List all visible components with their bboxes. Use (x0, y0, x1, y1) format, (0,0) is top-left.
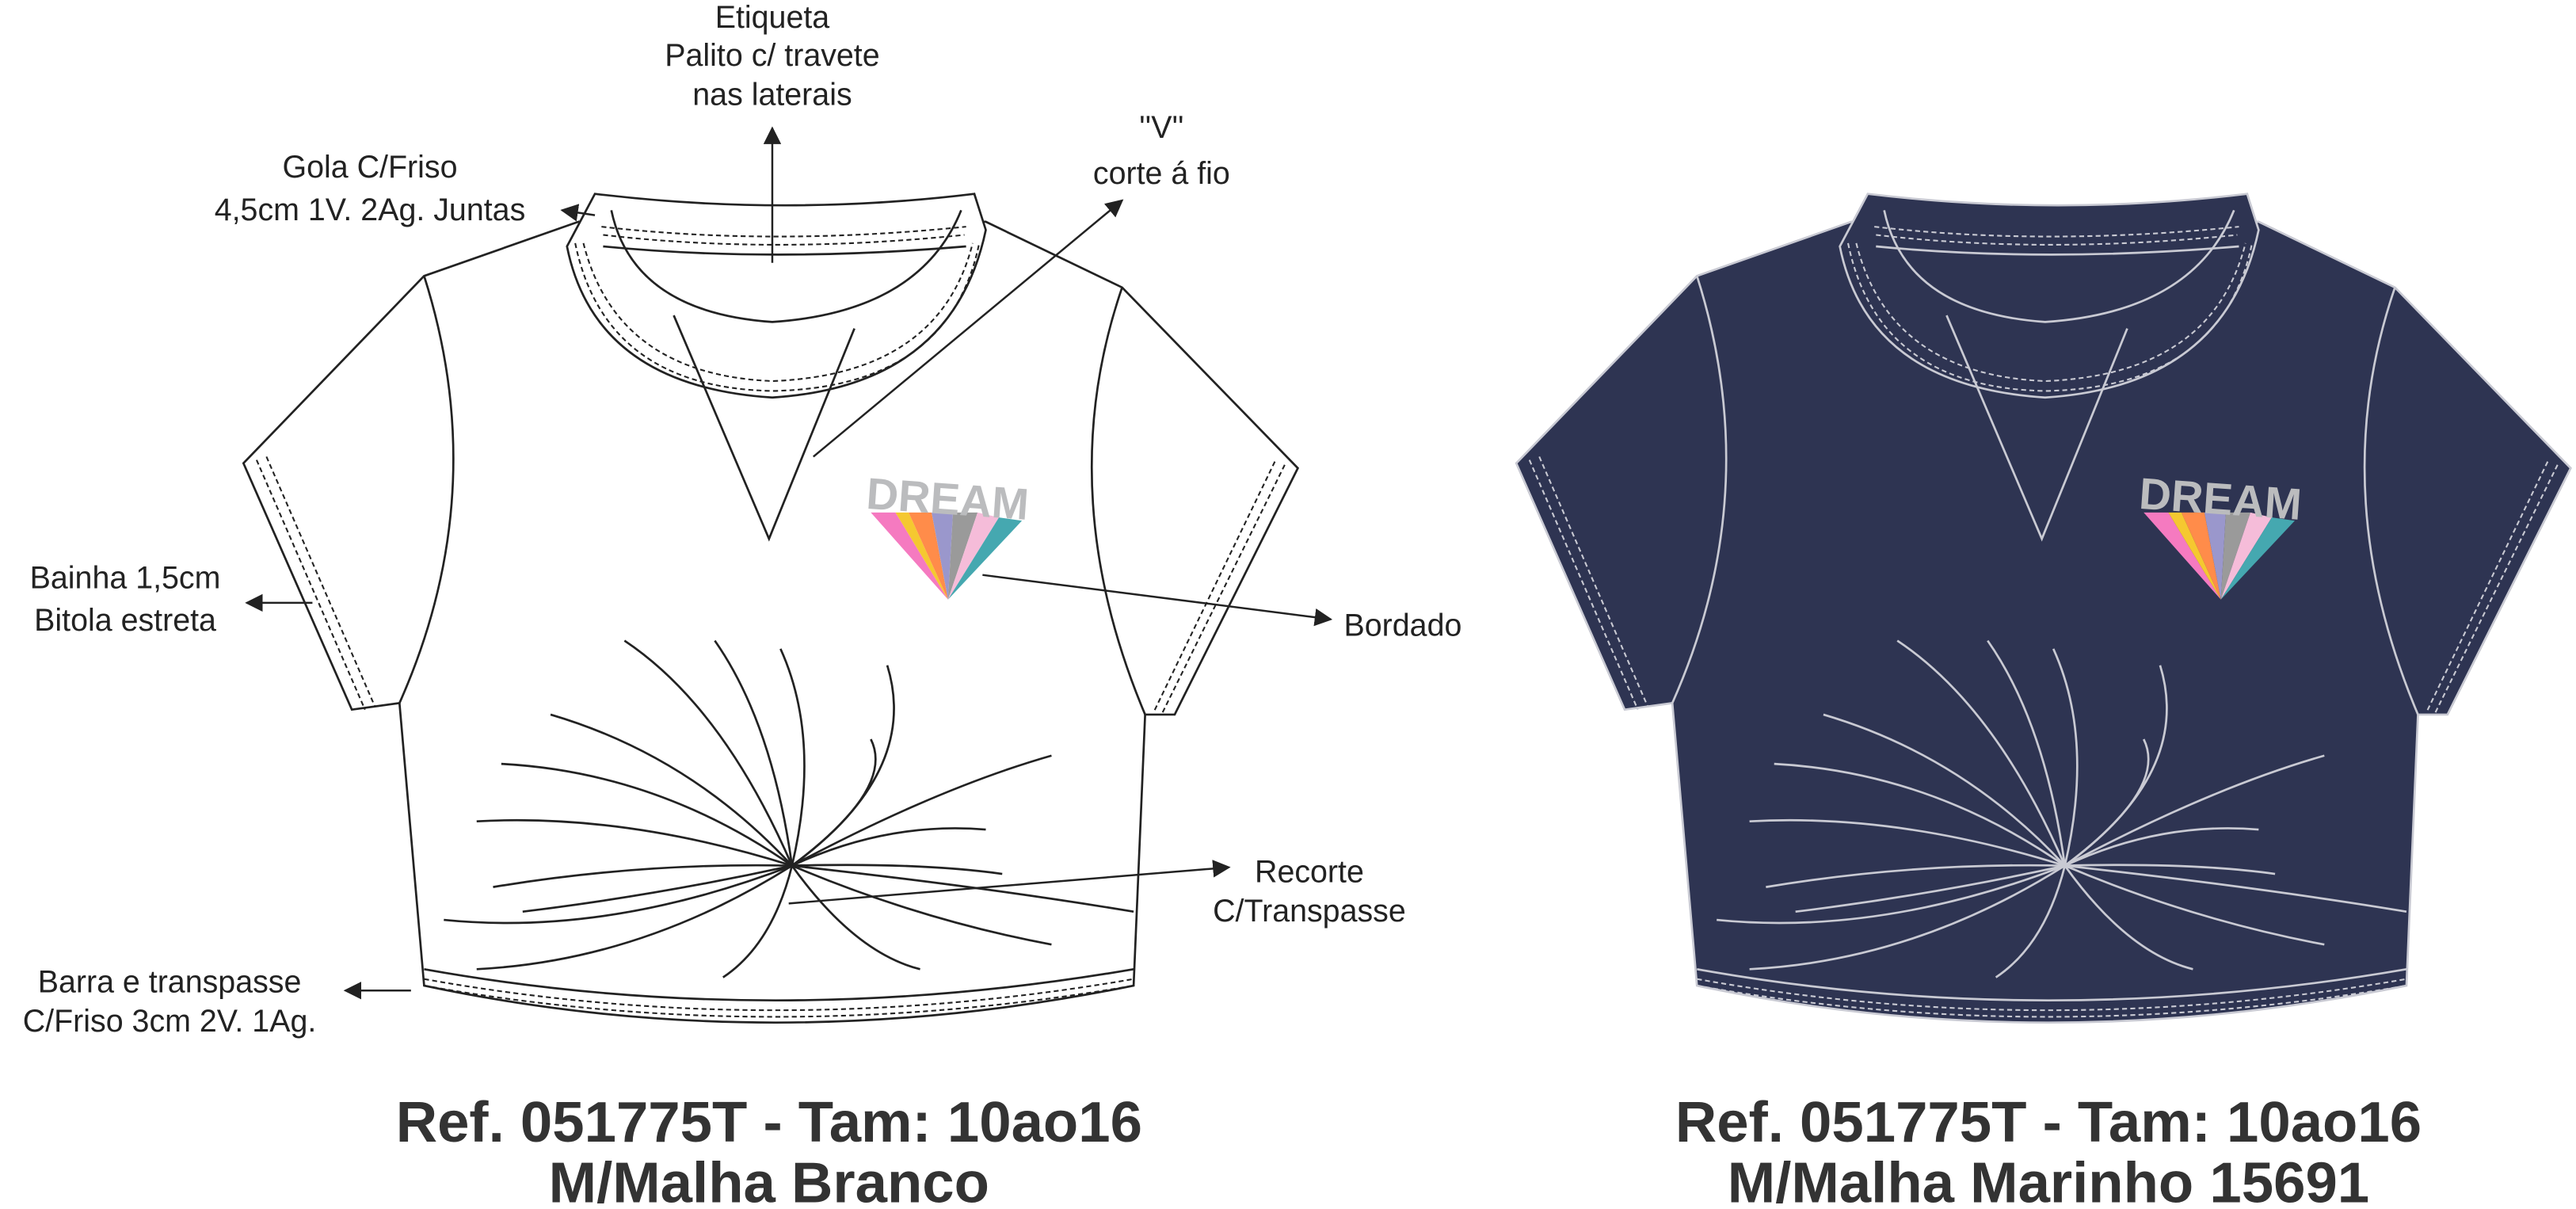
annotation-embroidery: Bordado (1343, 608, 1461, 643)
label-line: nas laterais (692, 78, 852, 113)
annotation-label: Etiqueta Palito c/ travete nas laterais (665, 0, 879, 112)
logo-text: DREAM (865, 468, 1031, 529)
shirt-navy: DREAM (1515, 193, 2572, 1024)
caption-fabric-white: M/Malha Branco (549, 1151, 989, 1209)
cutout-line: C/Transpasse (1213, 894, 1406, 929)
collar-line: 4,5cm 1V. 2Ag. Juntas (215, 193, 526, 227)
shirt-white: DREAM (242, 193, 1299, 1024)
annotation-hem: Barra e transpasse C/Friso 3cm 2V. 1Ag. (23, 964, 317, 1039)
v-cut-line: corte á fio (1093, 156, 1230, 191)
label-line: Palito c/ travete (665, 38, 879, 73)
sleeve-hem-line: Bitola estreta (34, 603, 216, 638)
v-cut-line: ''V'' (1139, 110, 1183, 145)
pointer-arrows (245, 126, 1333, 1000)
annotation-cutout: Recorte C/Transpasse (1213, 854, 1406, 929)
collar-line: Gola C/Friso (282, 150, 457, 185)
sleeve-hem-line: Bainha 1,5cm (30, 560, 221, 595)
caption-ref-white: Ref. 051775T - Tam: 10ao16 (396, 1090, 1142, 1154)
cutout-line: Recorte (1255, 854, 1364, 889)
hem-line: C/Friso 3cm 2V. 1Ag. (23, 1004, 317, 1039)
caption-fabric-navy: M/Malha Marinho 15691 (1728, 1151, 2369, 1209)
annotation-sleeve-hem: Bainha 1,5cm Bitola estreta (30, 560, 221, 638)
label-line: Etiqueta (715, 0, 830, 35)
annotation-v-cut: ''V'' corte á fio (1093, 110, 1230, 191)
annotation-collar: Gola C/Friso 4,5cm 1V. 2Ag. Juntas (215, 150, 526, 227)
hem-line: Barra e transpasse (38, 964, 302, 999)
logo-text: DREAM (2138, 468, 2304, 529)
caption-ref-navy: Ref. 051775T - Tam: 10ao16 (1675, 1090, 2422, 1154)
